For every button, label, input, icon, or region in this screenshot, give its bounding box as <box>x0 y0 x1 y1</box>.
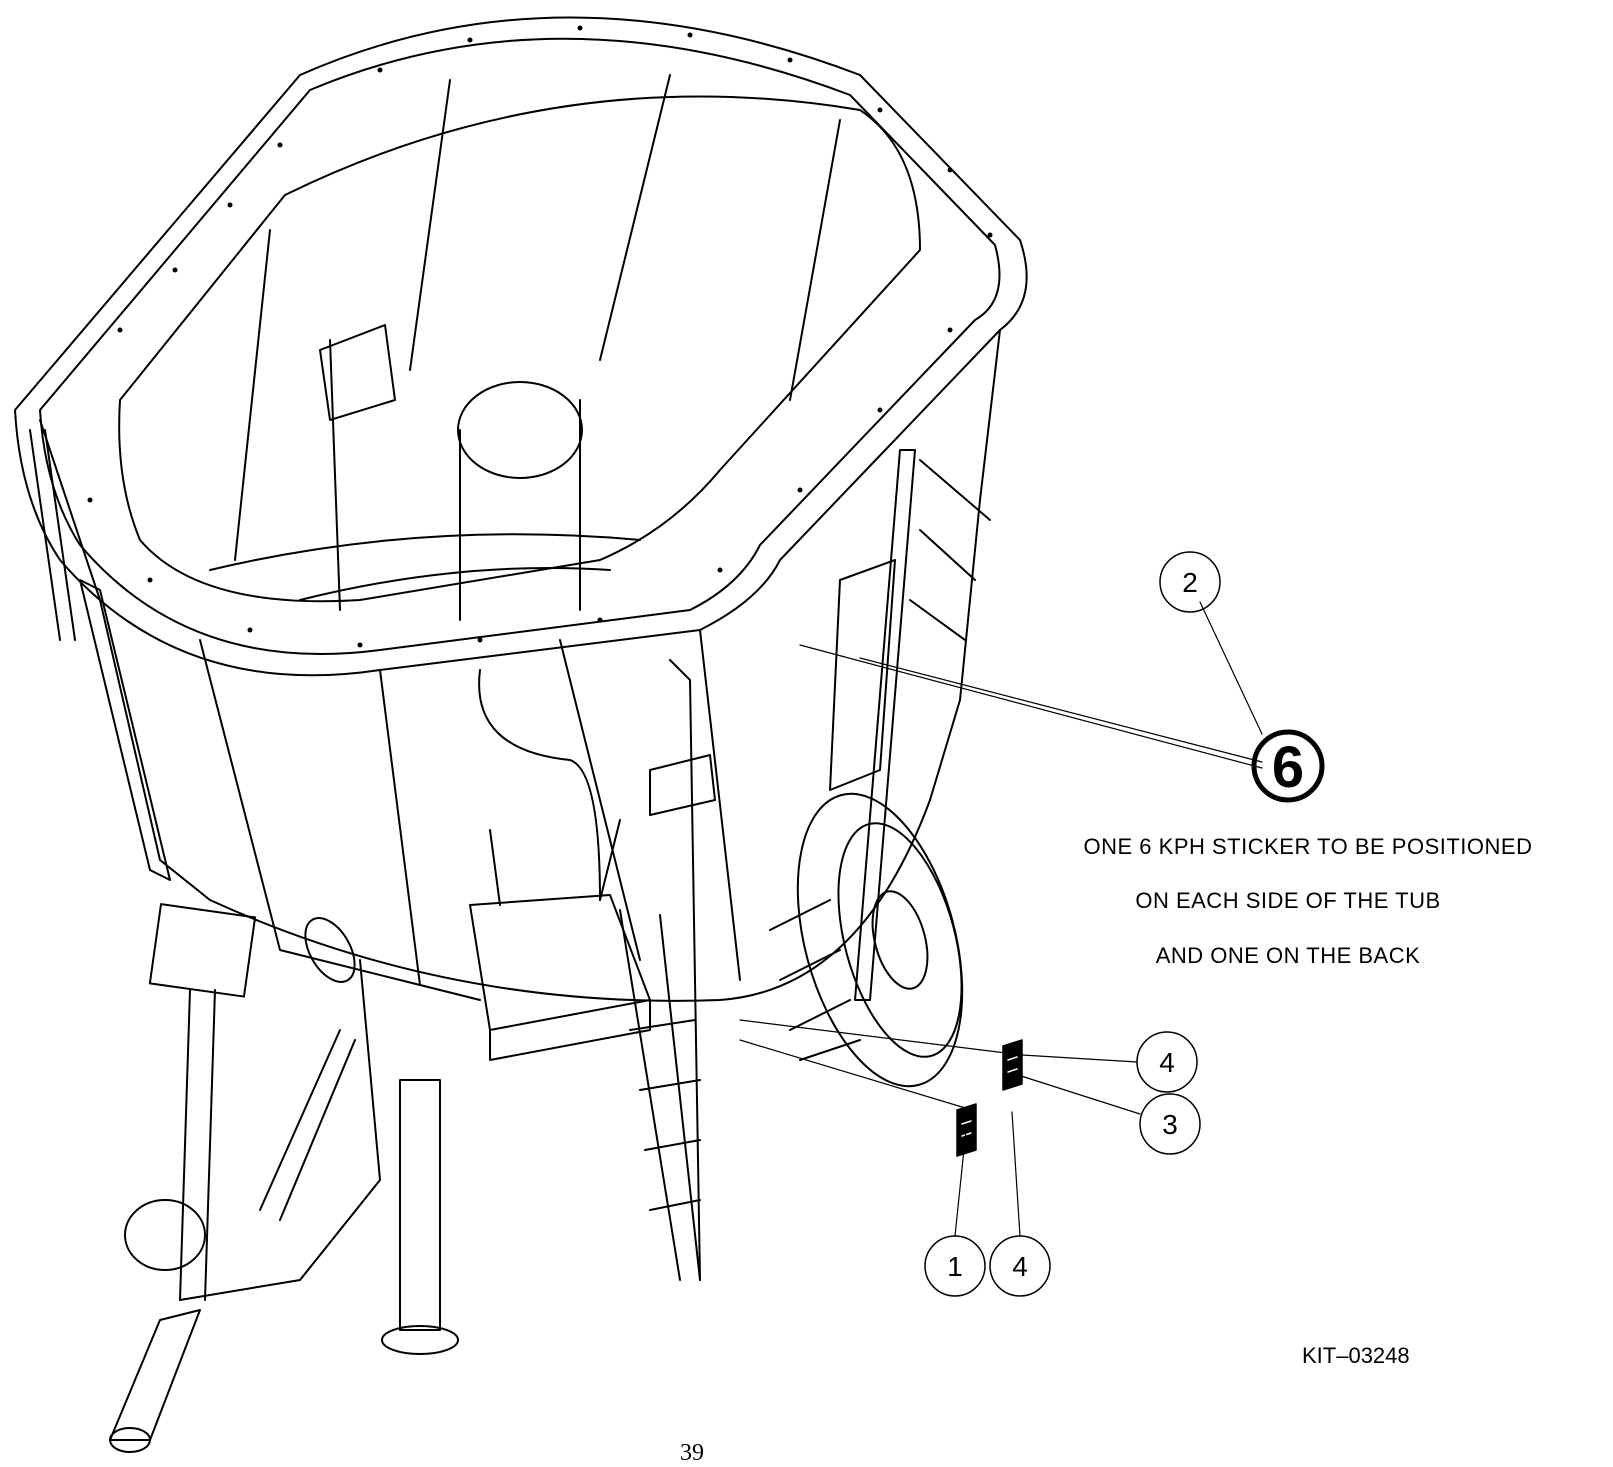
callout-label-1: 1 <box>947 1251 963 1282</box>
speed-sticker-symbol: 6 <box>1251 729 1325 803</box>
callout-balloon-1: 1 <box>924 1235 986 1297</box>
page-number: 39 <box>680 1440 704 1466</box>
callout-label-3: 3 <box>1162 1109 1178 1140</box>
note-line-1: ONE 6 KPH STICKER TO BE POSITIONED <box>1083 834 1533 859</box>
note-line-2: ON EACH SIDE OF THE TUB <box>1135 888 1441 913</box>
speed-sticker-value: 6 <box>1272 735 1304 800</box>
callout-label-4-lower: 4 <box>1012 1251 1028 1282</box>
mixer-tub <box>14 16 1028 1002</box>
callout-balloon-4-upper: 4 <box>1136 1031 1198 1093</box>
access-ladder <box>469 659 701 1281</box>
callout-balloon-2: 2 <box>1159 551 1221 613</box>
side-door <box>29 429 171 881</box>
drawbar-hitch <box>109 903 459 1453</box>
callout-balloon-3: 3 <box>1139 1093 1201 1155</box>
callout-label-4-upper: 4 <box>1159 1047 1175 1078</box>
drawing-number: KIT–03248 <box>1302 1343 1410 1368</box>
callout-balloon-4-lower: 4 <box>989 1235 1051 1297</box>
door-height-scale <box>829 449 991 1001</box>
note-line-3: AND ONE ON THE BACK <box>1155 943 1421 968</box>
wheel <box>769 792 964 1088</box>
callout-label-2: 2 <box>1182 567 1198 598</box>
speed-stickers <box>956 1039 1023 1157</box>
leader-lines <box>739 601 1263 1237</box>
